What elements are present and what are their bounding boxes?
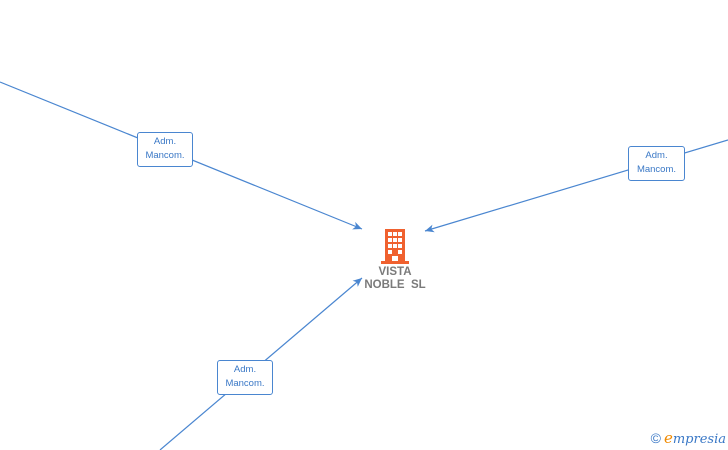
company-name: VISTA NOBLE SL xyxy=(364,266,426,291)
building-icon xyxy=(381,229,409,264)
brand-initial: e xyxy=(663,429,673,447)
edge-label-line1: Adm. xyxy=(153,136,177,147)
company-node[interactable]: VISTA NOBLE SL xyxy=(355,228,435,292)
edge-label-adm-mancom[interactable]: Adm. Mancom. xyxy=(217,360,273,395)
copyright-symbol: © xyxy=(650,430,661,446)
edge-label-line2: Mancom. xyxy=(636,164,677,175)
edge-label-line2: Mancom. xyxy=(145,150,185,161)
empresia-watermark: © empresia xyxy=(651,429,726,447)
brand-name: mpresia xyxy=(672,432,726,447)
brand-logo: empresia xyxy=(664,429,726,447)
edge-label-line2: Mancom. xyxy=(225,378,265,389)
edge-label-line1: Adm. xyxy=(645,150,668,161)
edge-label-adm-mancom[interactable]: Adm. Mancom. xyxy=(137,132,193,167)
edge-label-adm-mancom[interactable]: Adm. Mancom. xyxy=(628,146,685,181)
edge-label-line1: Adm. xyxy=(233,364,257,375)
